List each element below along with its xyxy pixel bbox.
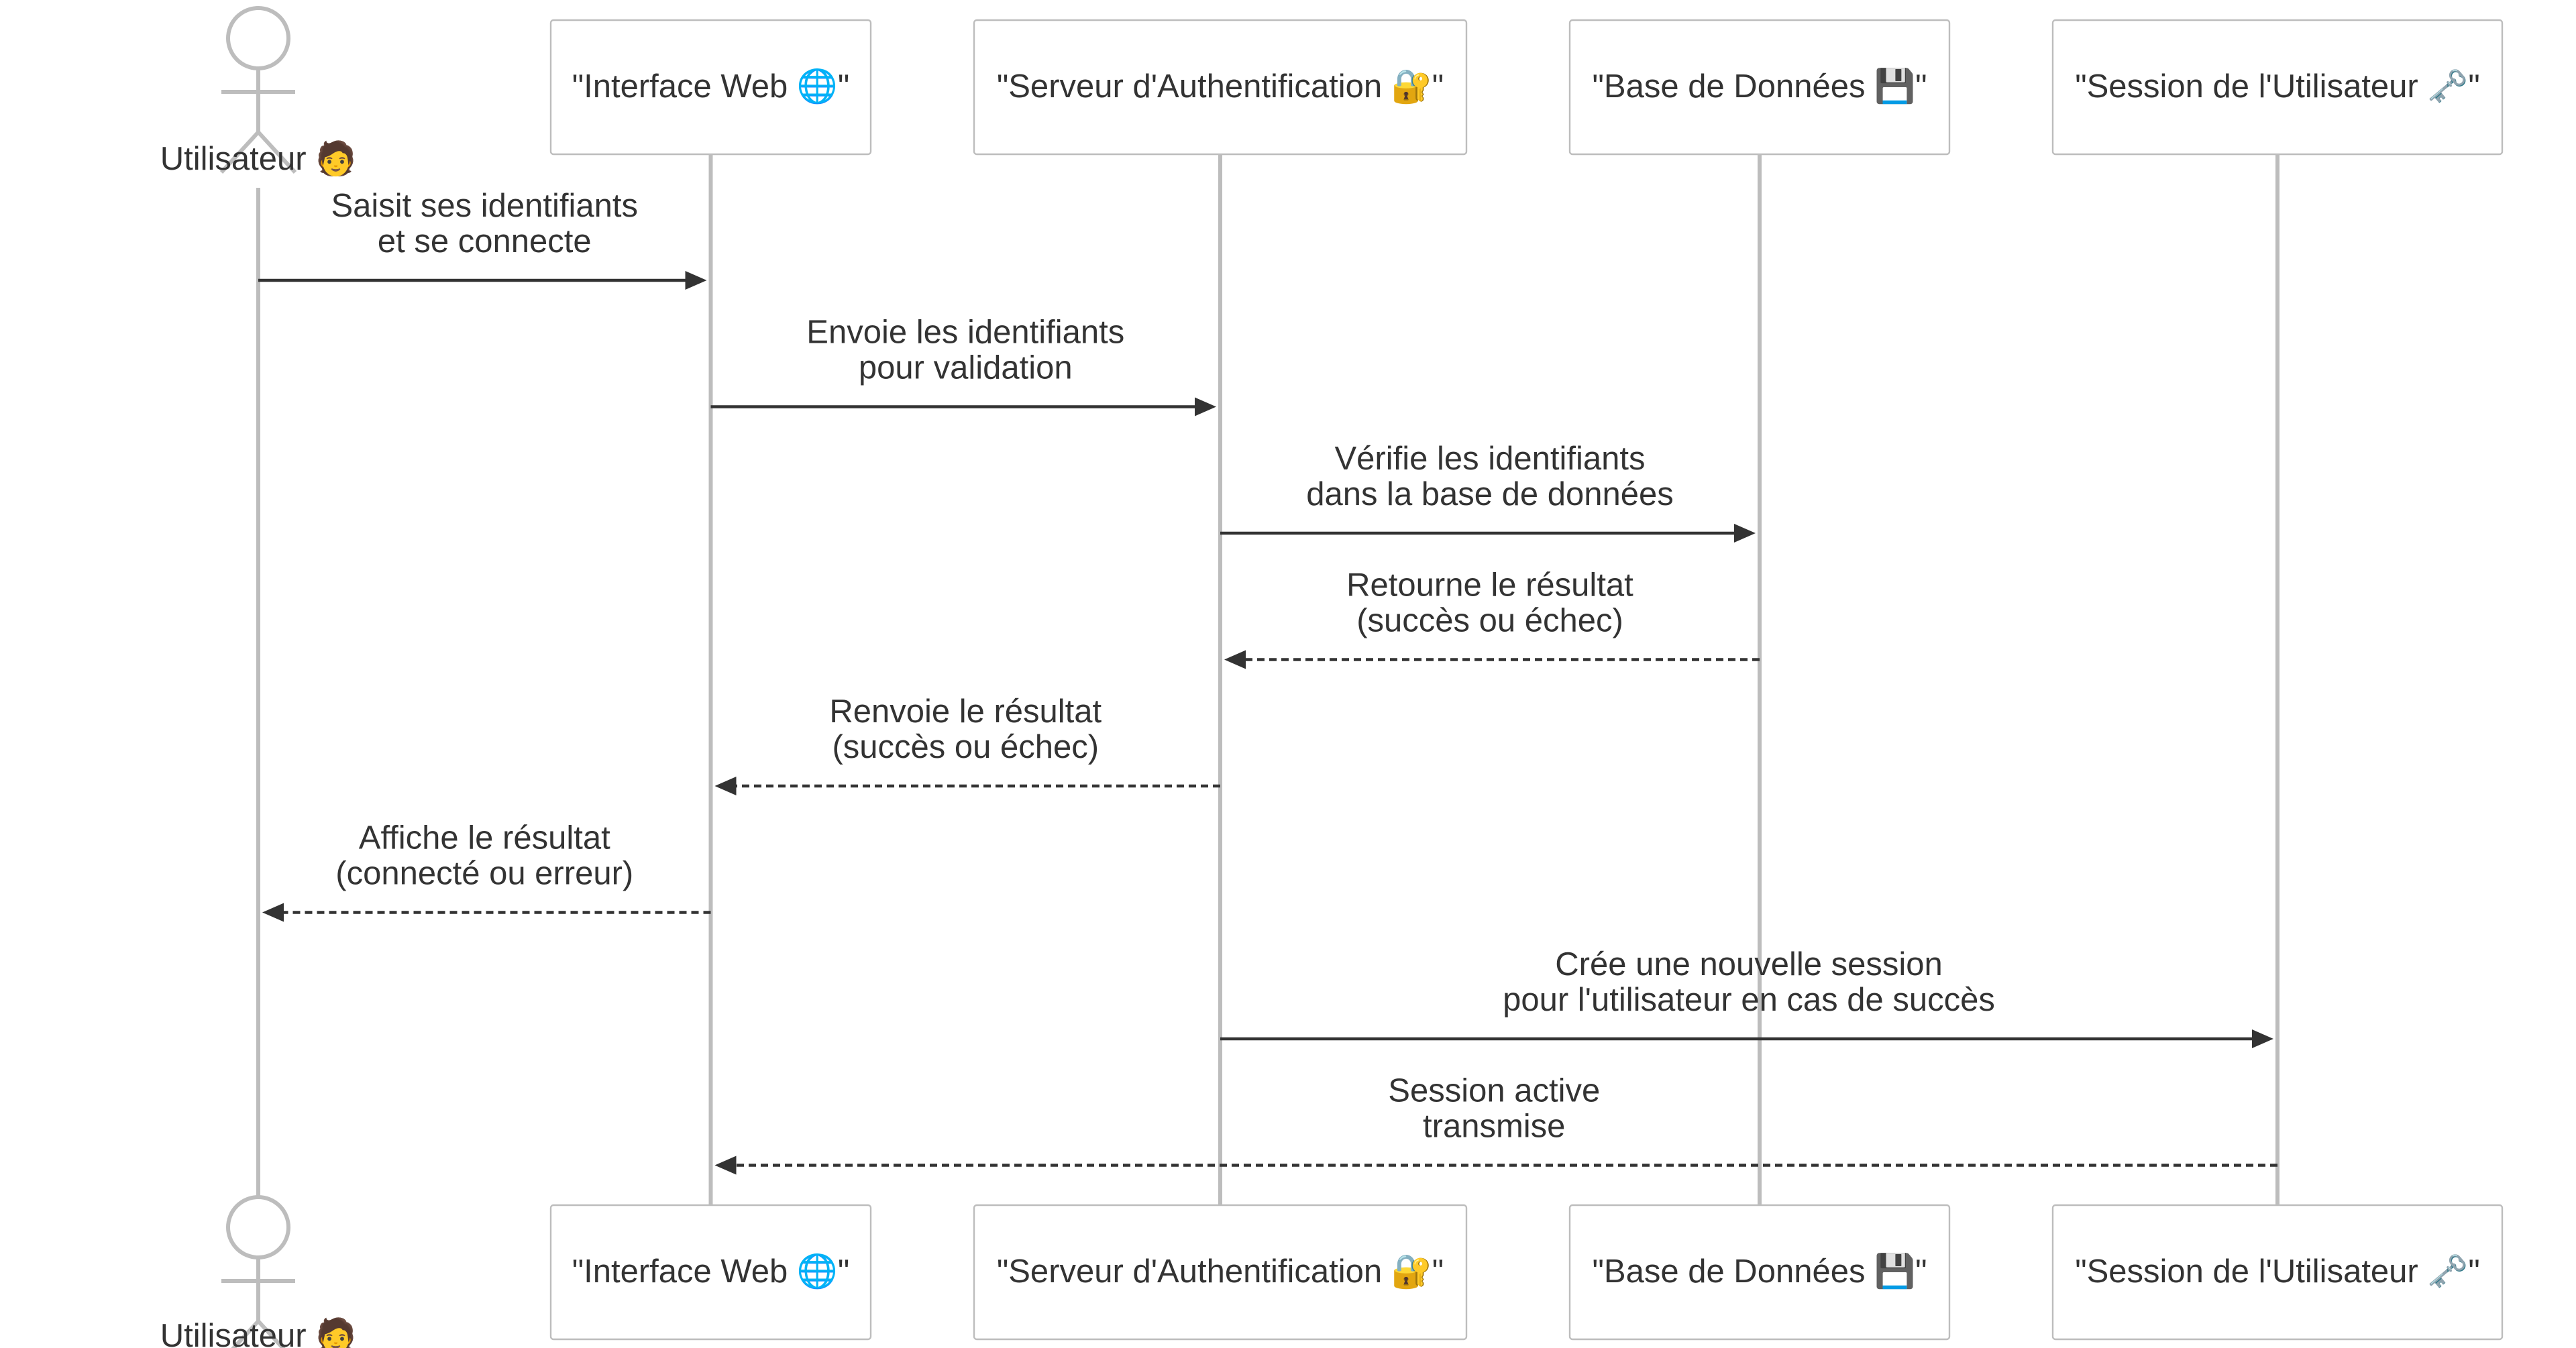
message-4: Retourne le résultat(succès ou échec) (1224, 567, 1760, 669)
participant-box (973, 1204, 1468, 1341)
lifelines (256, 154, 2279, 1205)
message-label: (succès ou échec) (832, 729, 1099, 765)
message-label: Renvoie le résultat (829, 693, 1102, 730)
message-label: pour validation (859, 350, 1073, 386)
participant-label: "Session de l'Utilisateur 🗝️" (2075, 68, 2480, 105)
actor-label: Utilisateur 🧑 (160, 1316, 356, 1348)
participant-session-bottom: "Session de l'Utilisateur 🗝️" (2051, 1204, 2504, 1341)
arrowhead-icon (1734, 524, 1756, 543)
message-label: (succès ou échec) (1356, 603, 1623, 639)
message-label: Affiche le résultat (359, 820, 610, 856)
participant-web-bottom: "Interface Web 🌐" (549, 1204, 872, 1341)
participant-box (549, 1204, 872, 1341)
participant-label: "Serveur d'Authentification 🔐" (997, 1253, 1444, 1290)
participant-db-bottom: "Base de Données 💾" (1568, 1204, 1951, 1341)
arrowhead-icon (1224, 650, 1246, 669)
message-label: Envoie les identifiants (806, 315, 1124, 351)
participant-label: "Base de Données 💾" (1593, 1252, 1927, 1290)
message-label: Vérifie les identifiants (1334, 441, 1645, 477)
message-label: Session active (1388, 1073, 1600, 1109)
arrowhead-icon (714, 1156, 737, 1175)
message-5: Renvoie le résultat(succès ou échec) (714, 693, 1220, 795)
message-label: et se connecte (378, 223, 592, 260)
participant-box (2051, 19, 2504, 156)
arrowhead-icon (262, 903, 284, 922)
message-label: transmise (1423, 1109, 1565, 1145)
actor-label: Utilisateur 🧑 (160, 139, 356, 177)
participant-web-top: "Interface Web 🌐" (549, 19, 872, 156)
participant-auth-top: "Serveur d'Authentification 🔐" (973, 19, 1468, 156)
participant-label: "Base de Données 💾" (1593, 67, 1927, 105)
participant-label: "Session de l'Utilisateur 🗝️" (2075, 1253, 2480, 1290)
actor-top: Utilisateur 🧑 (160, 6, 356, 177)
arrowhead-icon (685, 271, 707, 290)
participant-box (2051, 1204, 2504, 1341)
message-6: Affiche le résultat(connecté ou erreur) (262, 820, 711, 922)
arrowhead-icon (1195, 397, 1216, 416)
arrowhead-icon (714, 777, 737, 795)
participant-box (549, 19, 872, 156)
message-label: dans la base de données (1306, 476, 1674, 512)
message-label: Saisit ses identifiants (331, 188, 638, 224)
participant-box (1568, 19, 1951, 156)
message-label: pour l'utilisateur en cas de succès (1503, 982, 1995, 1018)
participant-box (1568, 1204, 1951, 1341)
message-label: Retourne le résultat (1346, 567, 1633, 604)
participant-session-top: "Session de l'Utilisateur 🗝️" (2051, 19, 2504, 156)
participant-label: "Serveur d'Authentification 🔐" (997, 68, 1444, 105)
arrowhead-icon (2252, 1029, 2273, 1048)
message-label: Crée une nouvelle session (1555, 946, 1942, 982)
participant-label: "Interface Web 🌐" (572, 1252, 850, 1290)
participant-label: "Interface Web 🌐" (572, 67, 850, 105)
actors: Utilisateur 🧑 Utilisateur 🧑 (160, 6, 356, 1348)
message-label: (connecté ou erreur) (335, 856, 633, 892)
participants: "Interface Web 🌐" "Serveur d'Authentifica… (549, 19, 2504, 1341)
participant-db-top: "Base de Données 💾" (1568, 19, 1951, 156)
stick-figure-icon (221, 1195, 295, 1348)
participant-auth-bottom: "Serveur d'Authentification 🔐" (973, 1204, 1468, 1341)
stick-figure-icon (219, 6, 297, 174)
participant-box (973, 19, 1468, 156)
actor-bottom: Utilisateur 🧑 (160, 1195, 356, 1348)
